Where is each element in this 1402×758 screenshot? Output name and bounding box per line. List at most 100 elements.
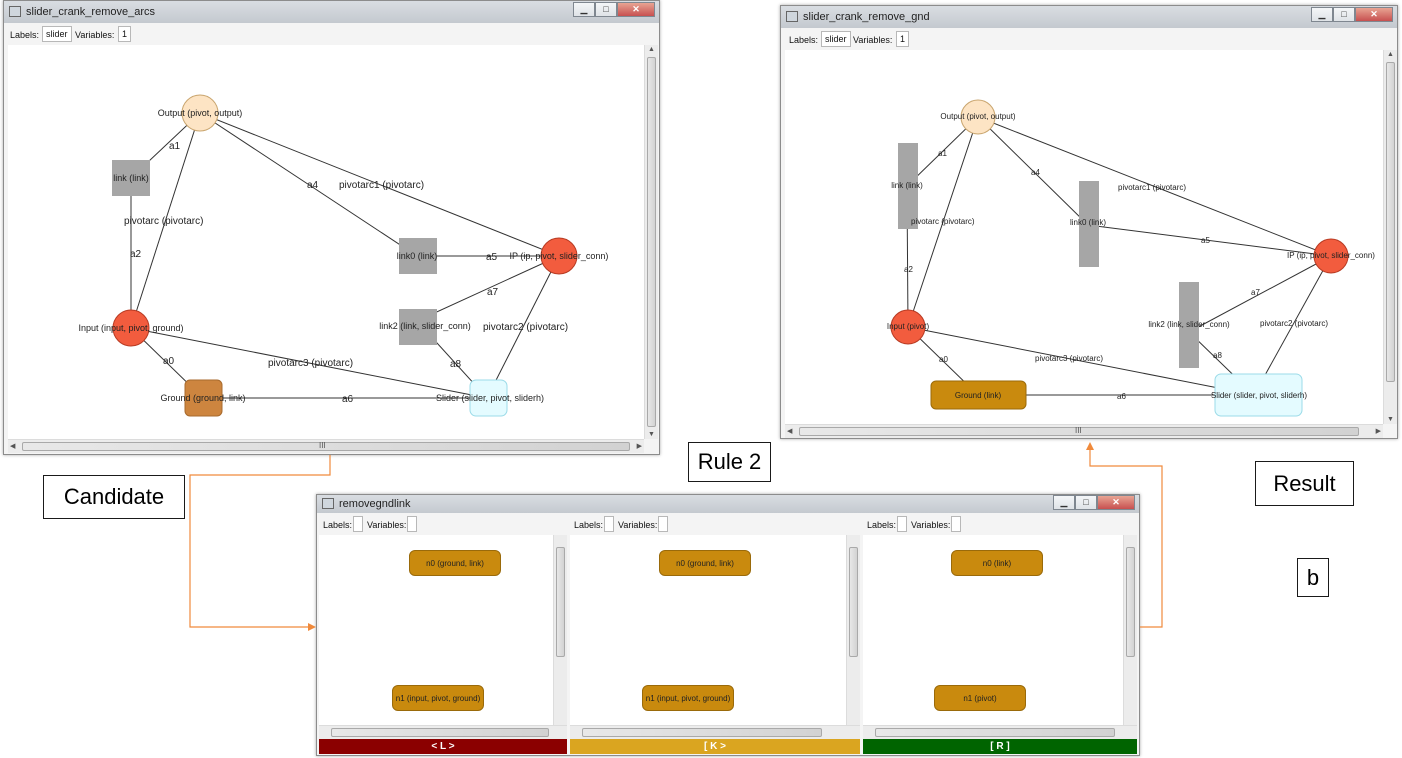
result-horizontal-scrollbar[interactable]: III ◀ ▶ (785, 424, 1383, 438)
pane-horizontal-scrollbar[interactable] (863, 725, 1137, 739)
edge-a1-label: a1 (169, 141, 181, 152)
scroll-thumb[interactable] (582, 728, 822, 737)
node-link2[interactable] (399, 309, 437, 345)
node-input[interactable] (112, 309, 150, 347)
variables-field[interactable]: 1 (118, 26, 132, 42)
rule-node-n1[interactable]: n1 (pivot) (934, 685, 1026, 711)
labels-label: Labels: (10, 30, 40, 40)
edge-pivotarc1-label: pivotarc1 (pivotarc) (1118, 183, 1186, 192)
labels-field[interactable] (897, 516, 907, 532)
node-input[interactable] (890, 309, 926, 345)
window-title: slider_crank_remove_gnd (803, 11, 930, 23)
result-window: slider_crank_remove_gnd ▁ □ ✕ Labels: sl… (780, 5, 1398, 439)
scroll-thumb[interactable] (875, 728, 1115, 737)
scroll-thumb[interactable] (849, 547, 858, 657)
node-ip-label: IP (ip, pivot, slider_conn) (1287, 251, 1375, 260)
labels-field[interactable]: slider (821, 31, 851, 47)
maximize-button[interactable]: □ (1075, 495, 1097, 510)
edge-a4-label: a4 (1031, 168, 1040, 177)
close-button[interactable]: ✕ (1355, 7, 1393, 22)
node-link2-label: link2 (link, slider_conn) (379, 321, 471, 331)
scroll-thumb[interactable] (22, 442, 630, 451)
figure-label-b: b (1297, 558, 1329, 597)
result-titlebar[interactable]: slider_crank_remove_gnd ▁ □ ✕ (781, 6, 1397, 28)
rule-titlebar[interactable]: removegndlink ▁ □ ✕ (317, 495, 1139, 513)
scroll-thumb[interactable] (331, 728, 549, 737)
labels-label: Labels: (323, 520, 353, 530)
candidate-horizontal-scrollbar[interactable]: III ◀ ▶ (8, 439, 644, 453)
scroll-thumb[interactable] (1126, 547, 1135, 657)
node-ip[interactable] (540, 237, 578, 275)
node-slider[interactable] (469, 379, 508, 417)
edge-a2-label: a2 (130, 249, 142, 260)
result-vertical-scrollbar[interactable]: ▲ ▼ (1383, 50, 1397, 424)
maximize-button[interactable]: □ (595, 2, 617, 17)
variables-field[interactable] (658, 516, 668, 532)
variables-field[interactable] (407, 516, 417, 532)
close-button[interactable]: ✕ (1097, 495, 1135, 510)
node-ip-label: IP (ip, pivot, slider_conn) (510, 251, 609, 261)
candidate-callout: Candidate (43, 475, 185, 519)
node-link0[interactable] (399, 238, 437, 274)
edge-a5-label: a5 (486, 252, 498, 263)
scroll-thumb[interactable] (556, 547, 565, 657)
minimize-button[interactable]: ▁ (1053, 495, 1075, 510)
result-graph: Output (pivot, output) link (link) link0… (887, 99, 1375, 417)
rule-window: removegndlink ▁ □ ✕ Labels: Variables: n… (316, 494, 1140, 756)
rule-node-n0[interactable]: n0 (ground, link) (659, 550, 751, 576)
close-button[interactable]: ✕ (617, 2, 655, 17)
node-link[interactable] (112, 160, 150, 196)
candidate-vertical-scrollbar[interactable]: ▲ ▼ (644, 45, 658, 439)
edge-pivotarc2-label: pivotarc2 (pivotarc) (1260, 319, 1328, 328)
maximize-button[interactable]: □ (1333, 7, 1355, 22)
edge-a0-label: a0 (163, 356, 175, 367)
pane-horizontal-scrollbar[interactable] (570, 725, 860, 739)
edge-a5-label: a5 (1201, 236, 1210, 245)
variables-label: Variables: (911, 520, 951, 530)
labels-field[interactable] (604, 516, 614, 532)
pane-canvas[interactable]: n0 (ground, link) n1 (input, pivot, grou… (570, 535, 846, 725)
scroll-thumb[interactable] (1386, 62, 1395, 382)
node-slider[interactable] (1214, 373, 1303, 417)
edge-pivotarc1-label: pivotarc1 (pivotarc) (339, 180, 424, 191)
arrowhead (1086, 442, 1094, 450)
variables-field[interactable] (951, 516, 961, 532)
pane-vertical-scrollbar[interactable] (846, 535, 860, 725)
rule-node-n1[interactable]: n1 (input, pivot, ground) (392, 685, 484, 711)
edge-a1-label: a1 (938, 149, 947, 158)
labels-field[interactable] (353, 516, 363, 532)
rule-node-n0[interactable]: n0 (ground, link) (409, 550, 501, 576)
pane-horizontal-scrollbar[interactable] (319, 725, 567, 739)
minimize-button[interactable]: ▁ (573, 2, 595, 17)
footer-middle: [ K > (570, 739, 860, 754)
node-output[interactable] (960, 99, 996, 135)
pane-vertical-scrollbar[interactable] (1123, 535, 1137, 725)
pane-vertical-scrollbar[interactable] (553, 535, 567, 725)
node-link0[interactable] (1079, 181, 1099, 267)
variables-field[interactable]: 1 (896, 31, 910, 47)
rule-node-n0[interactable]: n0 (link) (951, 550, 1043, 576)
node-output[interactable] (181, 94, 219, 132)
labels-field[interactable]: slider (42, 26, 72, 42)
node-output-label: Output (pivot, output) (940, 112, 1015, 121)
edge-a0-label: a0 (939, 355, 948, 364)
minimize-button[interactable]: ▁ (1311, 7, 1333, 22)
scroll-thumb[interactable] (647, 57, 656, 427)
node-ground[interactable] (930, 380, 1027, 410)
candidate-graph-canvas[interactable]: Output (pivot, output) link (link) link0… (8, 45, 644, 439)
scroll-thumb[interactable] (799, 427, 1359, 436)
app-icon (9, 6, 21, 17)
app-icon (786, 11, 798, 22)
node-link-label: link (link) (113, 173, 149, 183)
pane-canvas[interactable]: n0 (ground, link) n1 (input, pivot, grou… (319, 535, 553, 725)
edge-a8-label: a8 (1213, 351, 1222, 360)
footer-left: < L > (319, 739, 567, 754)
candidate-titlebar[interactable]: slider_crank_remove_arcs ▁ □ ✕ (4, 1, 659, 23)
node-link2[interactable] (1179, 282, 1199, 368)
node-link[interactable] (898, 143, 918, 229)
node-ip[interactable] (1313, 238, 1349, 274)
result-graph-canvas[interactable]: Output (pivot, output) link (link) link0… (785, 50, 1383, 424)
pane-canvas[interactable]: n0 (link) n1 (pivot) (863, 535, 1123, 725)
node-ground[interactable] (184, 379, 223, 417)
rule-node-n1[interactable]: n1 (input, pivot, ground) (642, 685, 734, 711)
